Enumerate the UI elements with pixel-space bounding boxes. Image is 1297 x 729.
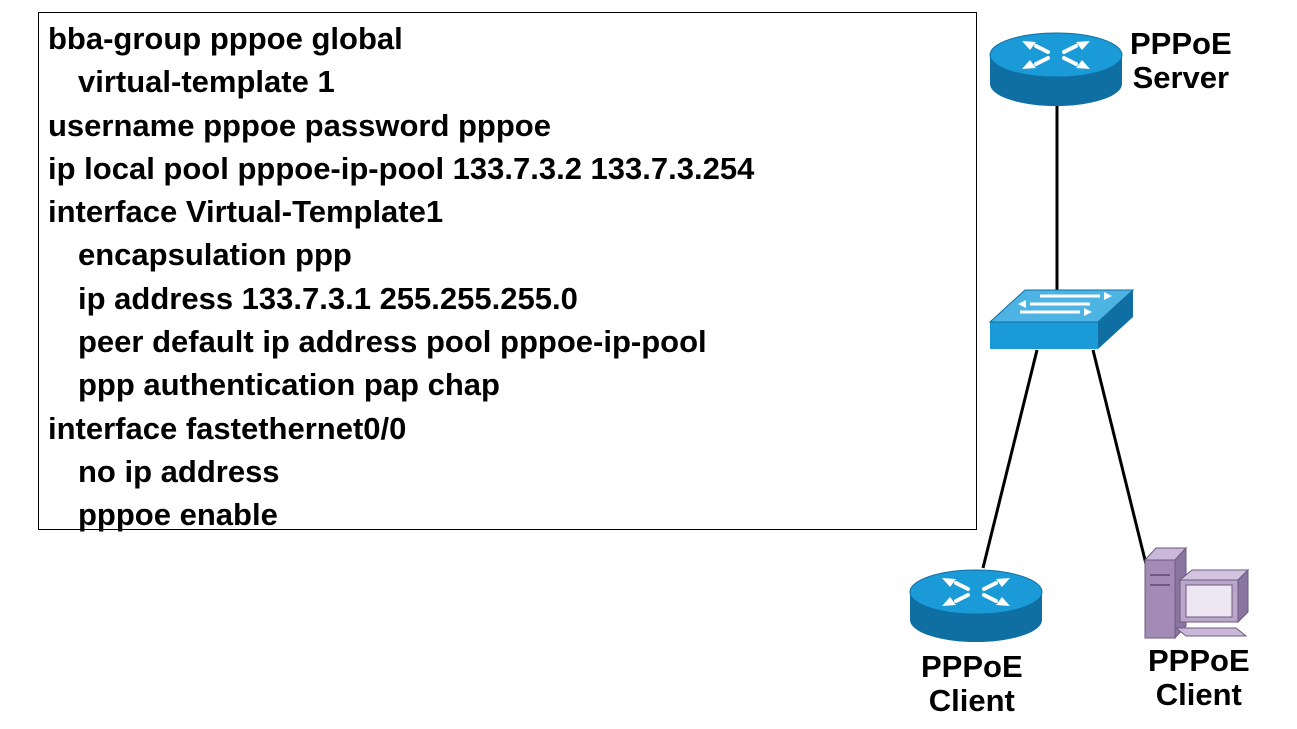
client-pc-label-line1: PPPoE	[1148, 643, 1250, 678]
config-line: virtual-template 1	[78, 64, 335, 100]
config-line: bba-group pppoe global	[48, 21, 403, 56]
client-pc-label-line2: Client	[1155, 677, 1242, 712]
client-pc-icon	[1143, 546, 1250, 640]
client-router-label: PPPoE Client	[921, 650, 1023, 718]
server-label-line1: PPPoE	[1130, 26, 1232, 61]
switch-icon	[988, 289, 1135, 349]
config-line: interface Virtual-Template1	[48, 194, 444, 230]
config-box: bba-group pppoe global virtual-template …	[38, 12, 977, 532]
server-router-icon	[989, 32, 1123, 106]
config-line: ip address 133.7.3.1 255.255.255.0	[78, 280, 578, 316]
client-router-label-line1: PPPoE	[921, 649, 1023, 684]
client-router-icon	[909, 569, 1043, 642]
config-line: ppp authentication pap chap	[78, 367, 500, 403]
link-switch-client-pc	[1091, 349, 1149, 569]
config-line: pppoe enable	[78, 497, 278, 533]
config-line: ip local pool pppoe-ip-pool 133.7.3.2 13…	[48, 150, 755, 186]
config-line: peer default ip address pool pppoe-ip-po…	[78, 324, 707, 360]
config-line: interface fastethernet0/0	[48, 410, 407, 446]
client-router-label-line2: Client	[928, 683, 1015, 718]
client-pc-label: PPPoE Client	[1148, 644, 1250, 712]
config-line: username pppoe password pppoe	[48, 107, 551, 143]
server-label: PPPoE Server	[1130, 27, 1232, 95]
server-label-line2: Server	[1132, 60, 1230, 95]
config-line: no ip address	[78, 453, 280, 489]
config-line: encapsulation ppp	[78, 237, 352, 273]
link-switch-client-router	[981, 349, 1039, 569]
config-lines: bba-group pppoe global virtual-template …	[48, 17, 754, 537]
